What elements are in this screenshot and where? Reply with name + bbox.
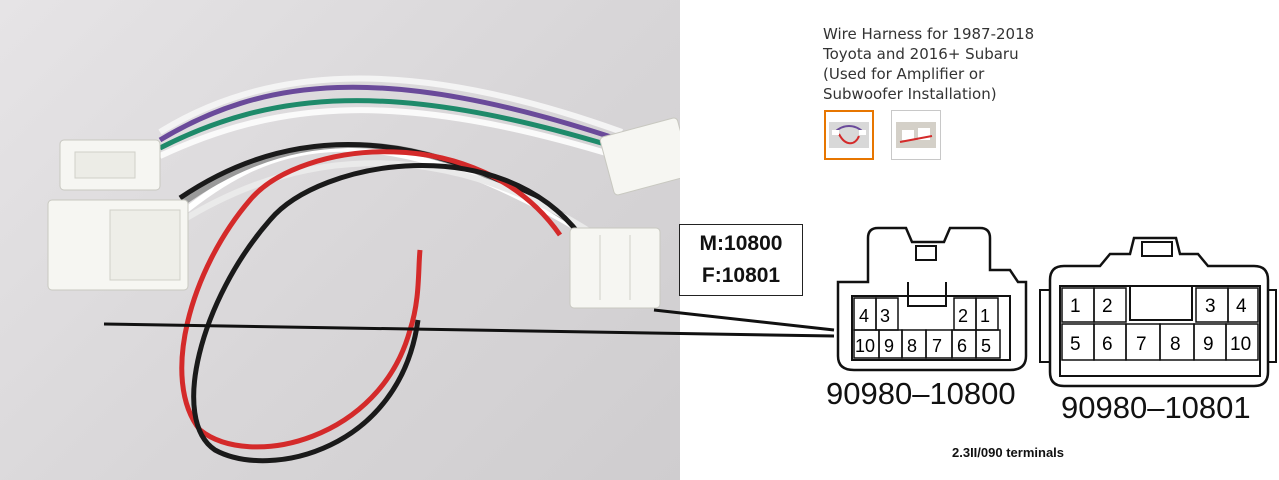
pin-label: 1 <box>1070 296 1081 317</box>
pin-label: 7 <box>932 336 942 356</box>
pin-label: 6 <box>957 336 967 356</box>
callout-male: M:10800 <box>699 232 783 255</box>
pin-label: 1 <box>980 306 990 326</box>
thumbnail-connector[interactable] <box>891 110 941 160</box>
pin-label: 4 <box>1236 296 1247 317</box>
product-title: Wire Harness for 1987-2018 Toyota and 20… <box>823 25 1035 103</box>
part-number-male: 90980–10800 <box>826 376 1016 411</box>
pin-label: 8 <box>1170 334 1181 355</box>
pin-label: 2 <box>958 306 968 326</box>
callout-female: F:10801 <box>701 264 781 287</box>
pin-label: 3 <box>880 306 890 326</box>
part-number-female: 90980–10801 <box>1061 390 1251 425</box>
harness-thumbnail-icon <box>829 122 869 148</box>
pin-label: 3 <box>1205 296 1216 317</box>
pin-label: 5 <box>981 336 991 356</box>
callout-label: M:10800 F:10801 <box>679 224 803 296</box>
pin-label: 9 <box>884 336 894 356</box>
pin-label: 6 <box>1102 334 1113 355</box>
pin-label: 4 <box>859 306 869 326</box>
thumbnail-harness[interactable] <box>824 110 874 160</box>
pin-label: 10 <box>855 336 875 356</box>
pin-label: 10 <box>1230 334 1251 355</box>
wire-harness-illustration <box>47 75 680 464</box>
pin-label: 2 <box>1102 296 1113 317</box>
connector-thumbnail-icon <box>896 122 936 148</box>
pin-label: 9 <box>1203 334 1214 355</box>
terminals-note: 2.3II/090 terminals <box>952 445 1065 460</box>
pin-label: 7 <box>1136 334 1147 355</box>
product-photo <box>0 0 680 480</box>
pin-label: 8 <box>907 336 917 356</box>
pin-label: 5 <box>1070 334 1081 355</box>
